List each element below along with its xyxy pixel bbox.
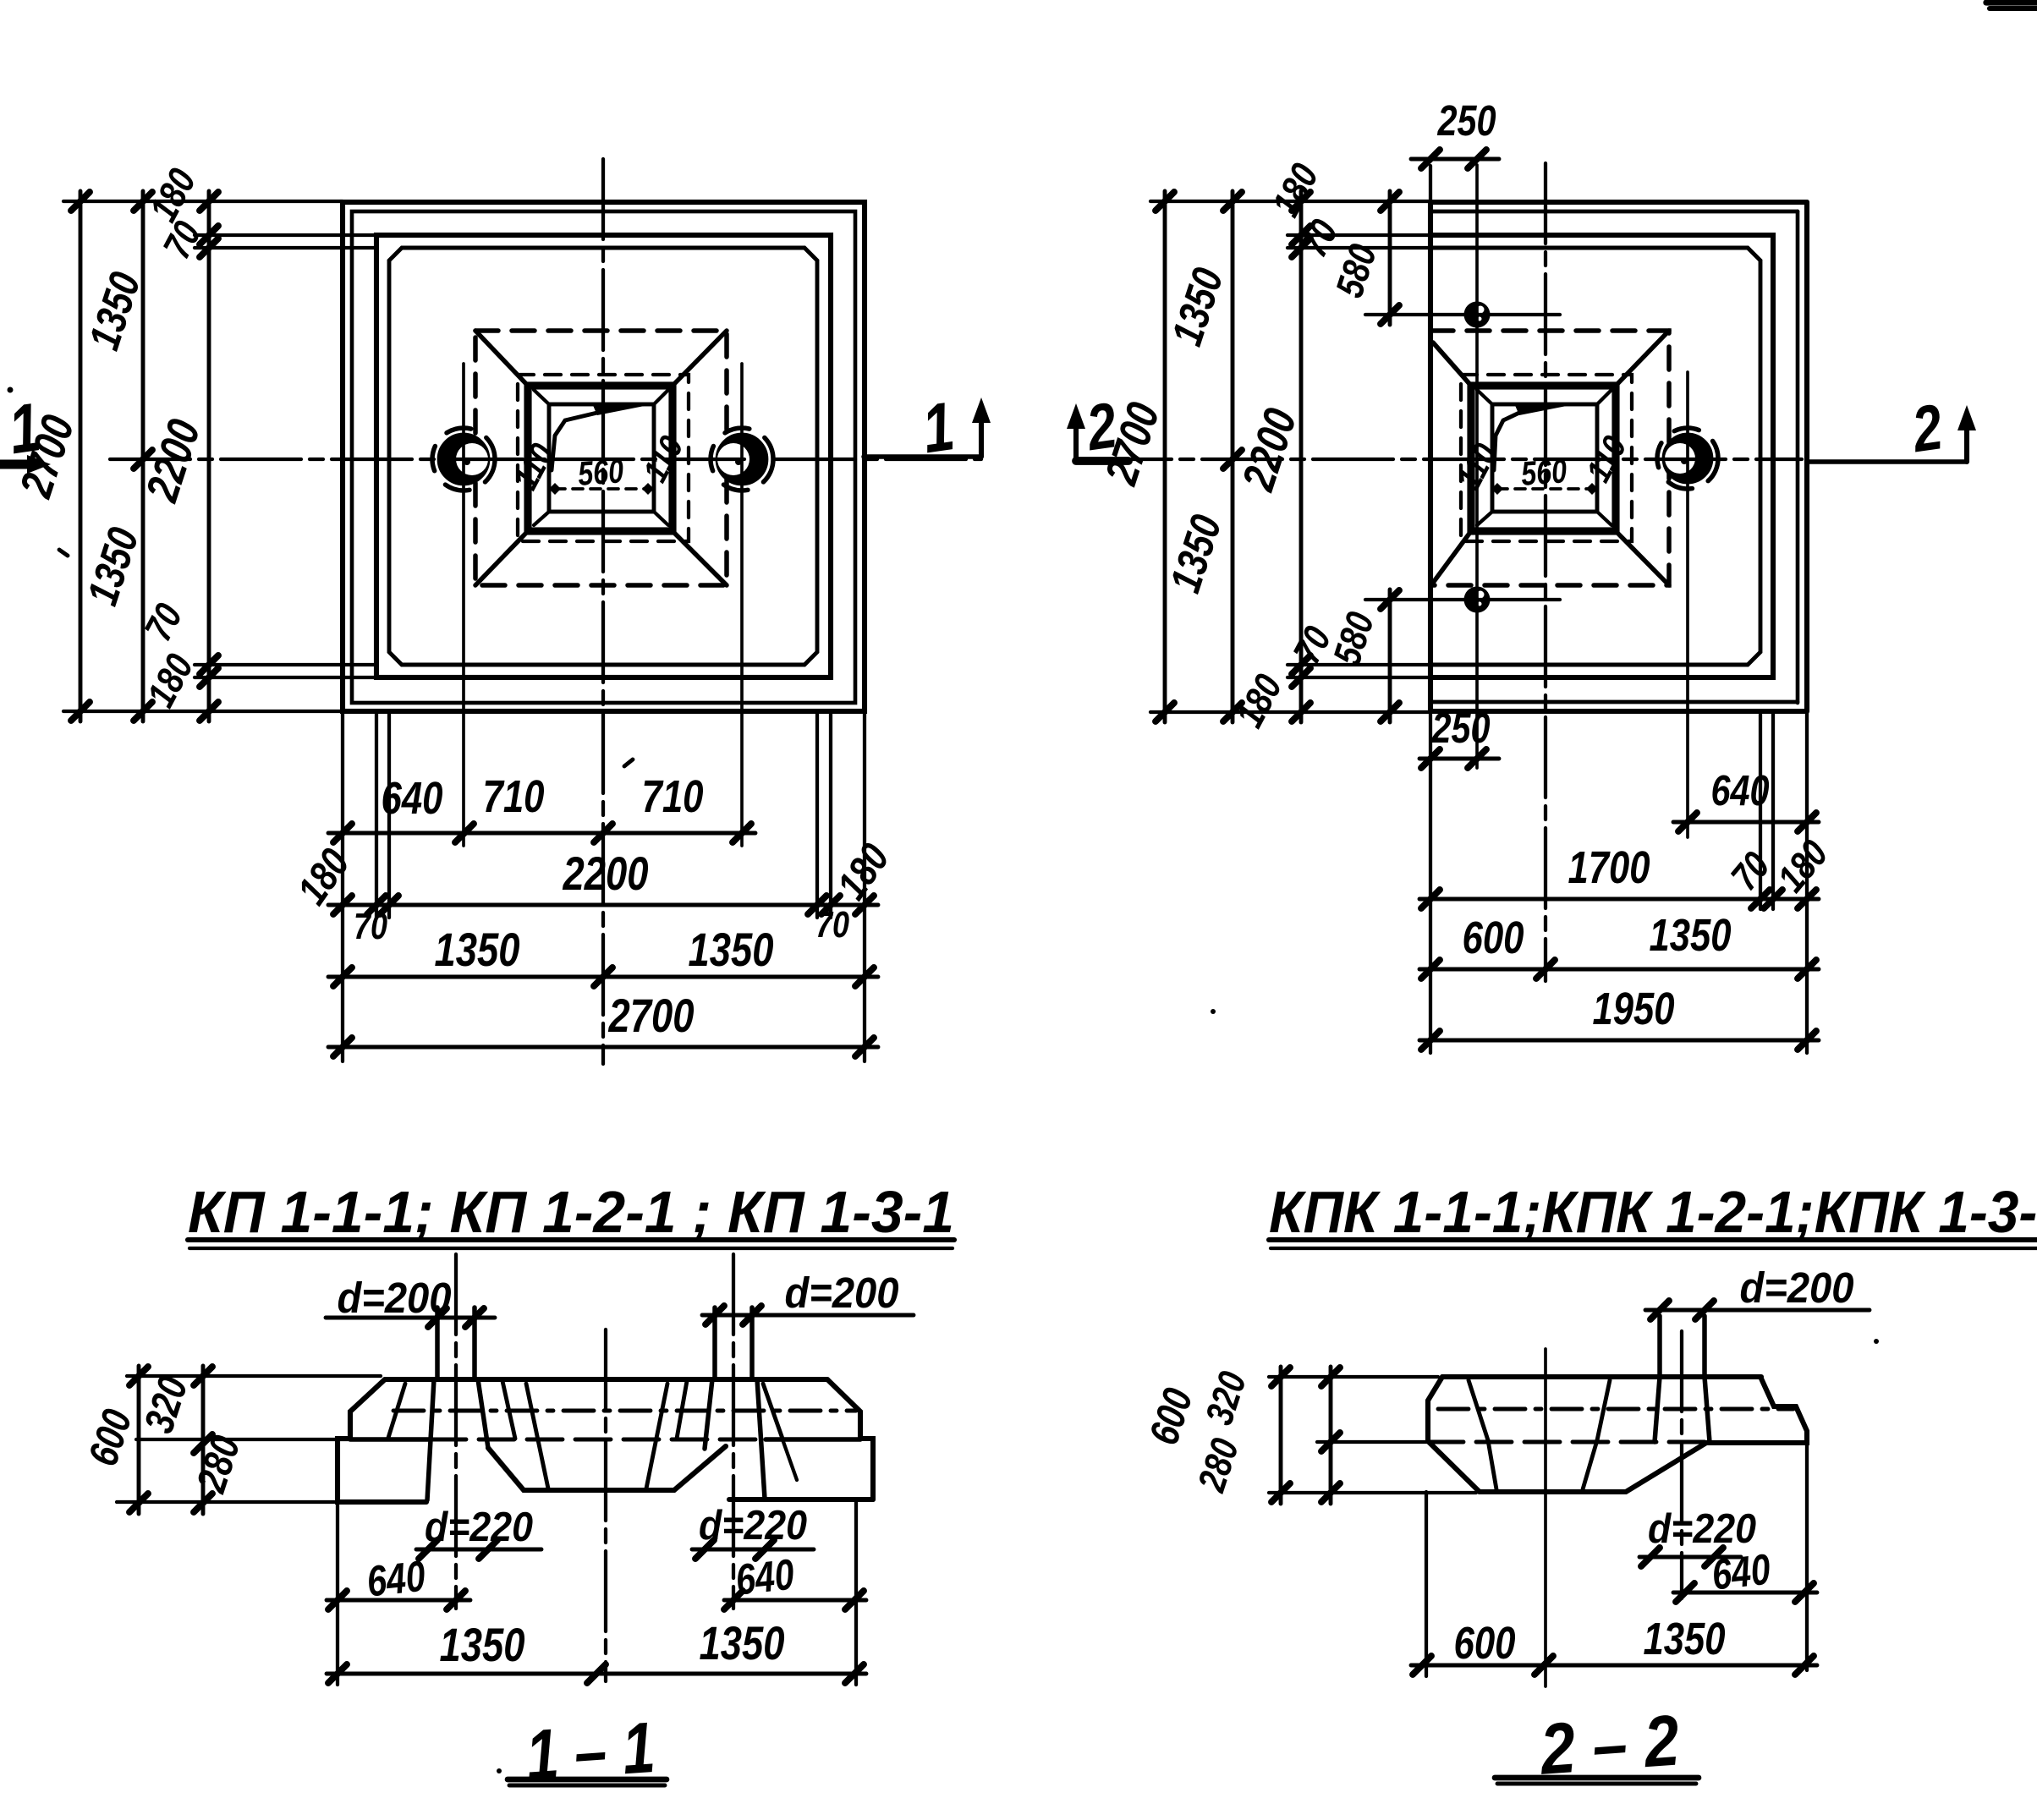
svg-text:d=220: d=220: [425, 1505, 533, 1550]
svg-text:710: 710: [483, 771, 545, 822]
svg-text:2 – 2: 2 – 2: [1536, 1700, 1682, 1790]
svg-text:1350: 1350: [1644, 1614, 1726, 1664]
svg-text:640: 640: [1711, 766, 1770, 814]
svg-text:2700: 2700: [608, 989, 695, 1042]
svg-text:710: 710: [642, 771, 704, 822]
svg-text:1950: 1950: [1593, 984, 1675, 1034]
svg-text:70: 70: [815, 904, 849, 946]
svg-text:d=220: d=220: [1648, 1506, 1756, 1552]
svg-text:d=200: d=200: [1740, 1264, 1854, 1312]
svg-text:560: 560: [1520, 452, 1568, 493]
svg-text:КПК 1-1-1;КПК 1-2-1;КПК 1-3-1: КПК 1-1-1;КПК 1-2-1;КПК 1-3-1: [1269, 1179, 2037, 1245]
svg-text:2200: 2200: [563, 847, 649, 900]
svg-text:640: 640: [365, 1552, 428, 1606]
svg-text:250: 250: [1437, 96, 1496, 145]
svg-text:1350: 1350: [689, 923, 774, 976]
svg-text:d=200: d=200: [785, 1269, 899, 1317]
svg-text:640: 640: [733, 1550, 797, 1604]
svg-text:1350: 1350: [1650, 910, 1732, 961]
svg-text:1 – 1: 1 – 1: [524, 1708, 657, 1796]
svg-text:640: 640: [1710, 1545, 1773, 1599]
svg-text:КП 1-1-1; КП 1-2-1 ; КП 1-3-1: КП 1-1-1; КП 1-2-1 ; КП 1-3-1: [188, 1179, 954, 1245]
svg-text:d=200: d=200: [338, 1274, 452, 1322]
svg-text:1350: 1350: [435, 923, 520, 976]
svg-text:1350: 1350: [440, 1618, 525, 1671]
svg-text:600: 600: [1463, 913, 1524, 963]
svg-text:70: 70: [354, 906, 387, 947]
svg-text:560: 560: [577, 452, 625, 493]
svg-text:1350: 1350: [700, 1616, 785, 1669]
svg-text:1700: 1700: [1568, 842, 1650, 893]
svg-text:600: 600: [1454, 1618, 1516, 1669]
svg-text:250: 250: [1431, 704, 1491, 752]
svg-text:640: 640: [382, 773, 443, 824]
svg-text:d=220: d=220: [699, 1503, 807, 1549]
